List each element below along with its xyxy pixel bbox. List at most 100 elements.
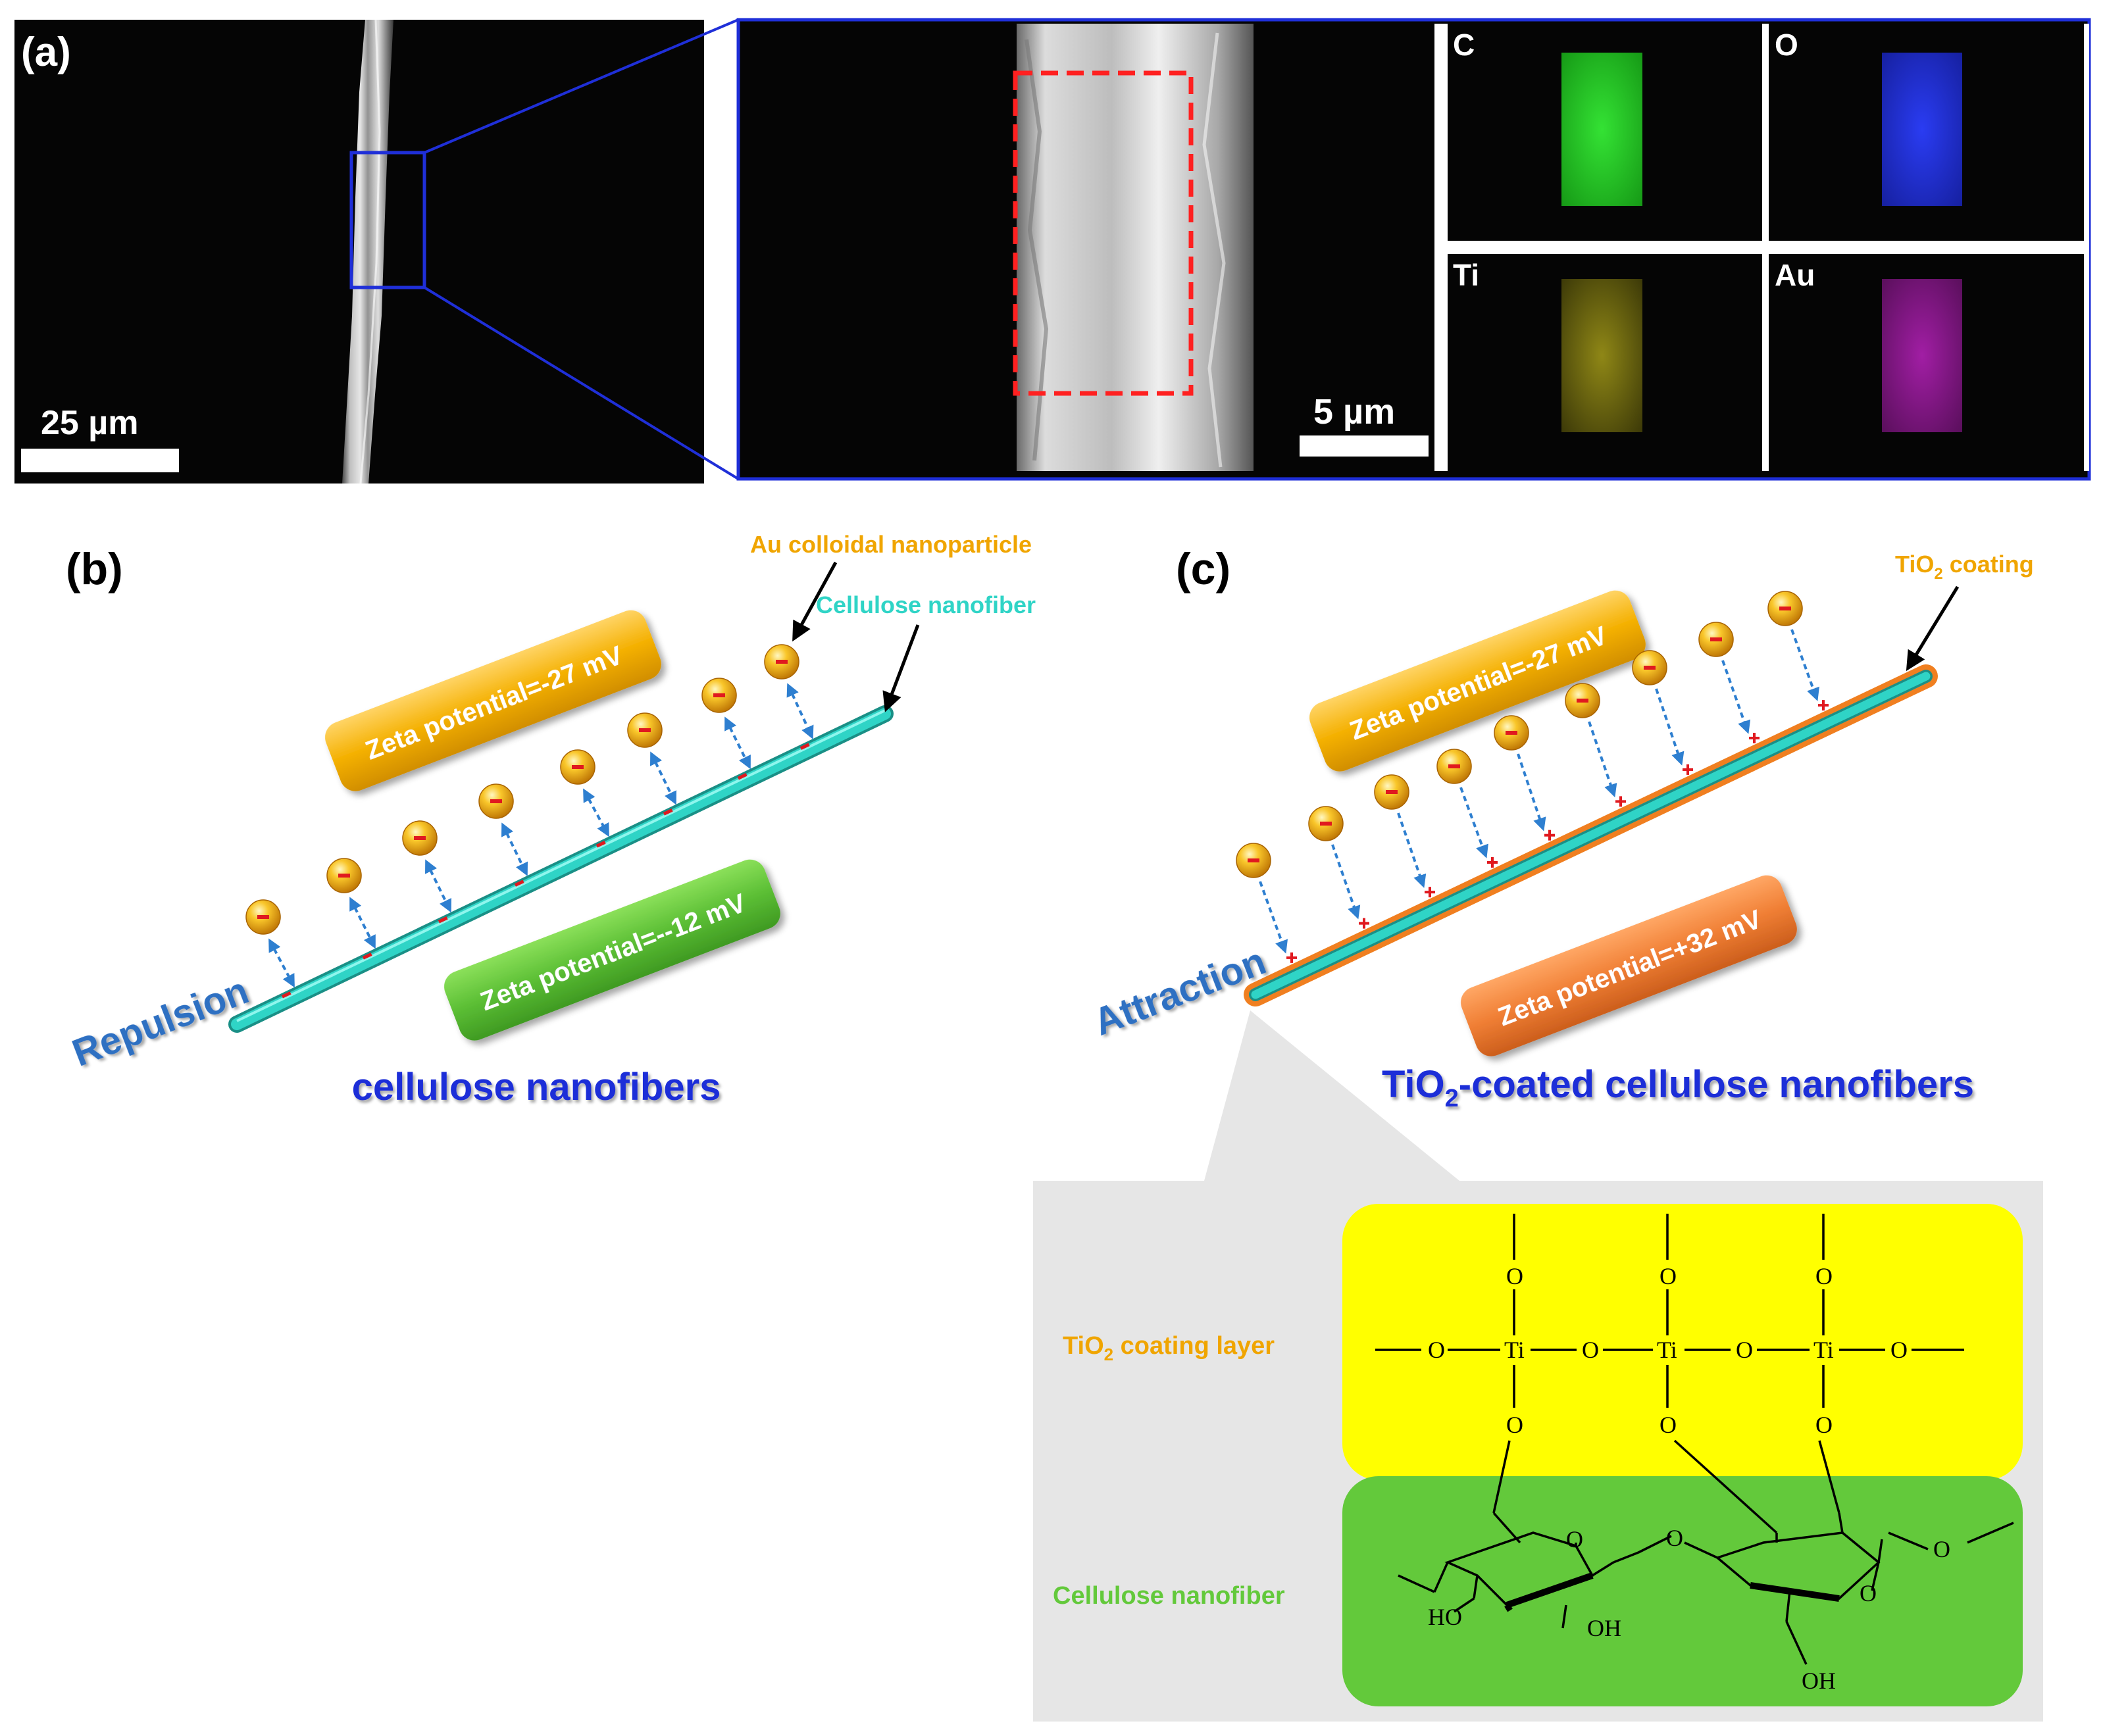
negative-charge-icon [1577, 699, 1588, 703]
zeta-box-fiber-b: Zeta potential=--12 mV [444, 859, 780, 1041]
negative-charge-icon [713, 693, 725, 697]
negative-charge-icon [737, 773, 747, 780]
structure-atoms: O O O O O O O Ti Ti Ti O O O O O O O HO … [1428, 1263, 1950, 1694]
negative-charge-icon [595, 841, 606, 848]
inset-chemistry: TiO2 coating layer Cellulose nanofiber [1053, 1204, 2023, 1706]
positive-charge-icon [1425, 887, 1435, 898]
au-particle-b [560, 749, 595, 785]
svg-text:O: O [1736, 1337, 1753, 1363]
zeta-box-fiber-c: Zeta potential=+32 mV [1461, 875, 1797, 1056]
scalebar-left [21, 449, 179, 472]
label-tio2-layer: TiO2 coating layer [1063, 1332, 1275, 1364]
au-particle-b [478, 783, 514, 819]
au-particle-c [1632, 650, 1667, 685]
attraction-arrow-icon [1259, 881, 1288, 954]
positive-charge-icon [1749, 732, 1760, 743]
repulsion-arrow-icon [268, 938, 295, 988]
svg-text:O: O [1506, 1412, 1523, 1438]
zeta-box-particle-b: Zeta potential=-27 mV [325, 610, 661, 791]
zoom-line-top [424, 18, 739, 154]
negative-charge-icon [1779, 607, 1791, 610]
negative-charge-icon [776, 660, 788, 664]
cellulose-fiber-b [228, 705, 894, 1033]
eds-signal-au [1882, 279, 1962, 432]
annotation-cellulose-fiber: Cellulose nanofiber [816, 591, 1036, 618]
arrow-au-particle [792, 561, 838, 642]
negative-charge-icon [1320, 822, 1332, 826]
eds-label-c: C [1453, 28, 1475, 62]
panel-c-label: (c) [1176, 544, 1230, 594]
negative-charge-icon [639, 728, 651, 732]
positive-charge-icon [1683, 764, 1693, 775]
au-particle-c [1698, 622, 1734, 657]
eds-label-ti: Ti [1453, 258, 1479, 292]
au-particle-c [1236, 843, 1271, 878]
svg-text:O: O [1660, 1263, 1677, 1289]
negative-charge-icon [362, 953, 372, 960]
au-particle-b [764, 644, 799, 680]
au-particle-b [245, 899, 281, 935]
negative-charge-icon [338, 874, 350, 878]
negative-charge-icon [438, 916, 448, 924]
svg-text:OH: OH [1587, 1615, 1621, 1641]
eds-signal-o [1882, 53, 1962, 206]
zeta-box-particle-c: Zeta potential=-27 mV [1309, 590, 1646, 772]
au-particle-c [1436, 749, 1472, 784]
au-particle-c [1308, 806, 1344, 841]
attraction-arrow-icon [1517, 753, 1546, 831]
eds-signal-c [1561, 53, 1642, 206]
negative-charge-icon [281, 991, 291, 999]
svg-text:Ti: Ti [1504, 1337, 1525, 1363]
positive-charge-icon [1615, 796, 1626, 807]
cellulose-layer-region [1342, 1476, 2023, 1706]
repulsion-arrow-icon [786, 683, 814, 739]
negative-charge-icon [490, 799, 502, 803]
svg-text:O: O [1890, 1337, 1908, 1363]
scalebar-right-label: 5 µm [1313, 392, 1395, 432]
structure-diagram [1375, 1214, 2014, 1665]
scalebar-right [1300, 435, 1429, 457]
negative-charge-icon [257, 915, 269, 919]
svg-text:O: O [1566, 1526, 1583, 1552]
negative-charge-icon [1248, 858, 1259, 862]
fiber-high-mag [1017, 24, 1254, 471]
au-particle-c [1374, 774, 1409, 810]
repulsion-arrow-icon [650, 751, 676, 805]
au-particle-b [402, 820, 438, 856]
zoom-line-bottom [423, 286, 740, 480]
negative-charge-icon [572, 765, 584, 769]
negative-charge-icon [414, 836, 426, 840]
arrow-cellulose-fiber [882, 624, 920, 712]
au-particle-c [1494, 715, 1529, 751]
attraction-arrow-icon [1655, 688, 1685, 766]
eds-label-au: Au [1775, 258, 1815, 292]
arrow-tio2-coating [1906, 585, 1960, 672]
panel-b-label: (b) [66, 544, 123, 594]
svg-text:O: O [1815, 1412, 1833, 1438]
svg-text:O: O [1860, 1580, 1877, 1606]
annotation-au-particle: Au colloidal nanoparticle [750, 531, 1032, 558]
au-particle-b [627, 712, 663, 748]
interaction-attraction: Attraction [1088, 939, 1271, 1044]
svg-text:Ti: Ti [1657, 1337, 1677, 1363]
svg-text:O: O [1506, 1263, 1523, 1289]
repulsion-arrow-icon [724, 716, 751, 770]
negative-charge-icon [663, 808, 673, 816]
panel-b: (b) Zeta potential=-27 mV Zeta potential… [66, 531, 1036, 1108]
au-particle-c [1767, 591, 1803, 626]
svg-text:O: O [1933, 1536, 1950, 1562]
repulsion-arrow-icon [583, 788, 609, 837]
attraction-arrow-icon [1721, 660, 1751, 734]
eds-label-o: O [1775, 28, 1798, 62]
negative-charge-icon [514, 880, 524, 887]
svg-text:O: O [1666, 1525, 1683, 1551]
svg-text:OH: OH [1802, 1668, 1836, 1694]
eds-map-grid: C O Ti Au [1434, 24, 2089, 471]
negative-charge-icon [1710, 637, 1722, 641]
negative-charge-icon [1644, 666, 1656, 670]
repulsion-arrow-icon [349, 897, 376, 949]
fiber-low-mag [342, 20, 393, 484]
tio2-layer-region [1342, 1204, 2023, 1480]
svg-text:O: O [1815, 1263, 1833, 1289]
